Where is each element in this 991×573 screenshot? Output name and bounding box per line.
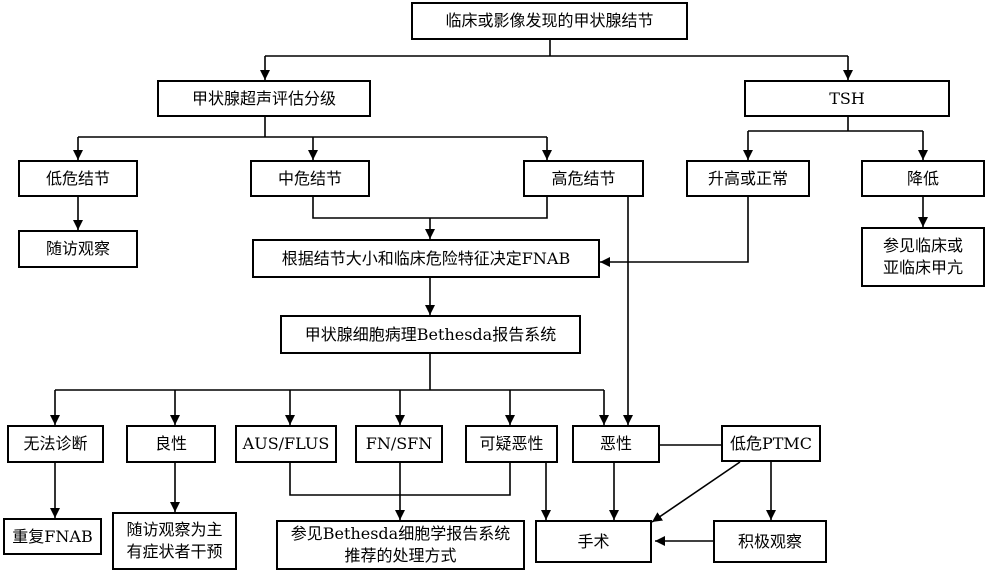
- edge-mid-high-merge: [312, 197, 548, 219]
- node-tsh-high: 升高或正常: [686, 160, 810, 197]
- node-root: 临床或影像发现的甲状腺结节: [411, 2, 688, 40]
- node-low-risk: 低危结节: [18, 160, 138, 197]
- node-benign: 良性: [126, 425, 216, 463]
- node-active-surveillance: 积极观察: [713, 520, 827, 563]
- node-tsh-low: 降低: [861, 160, 985, 197]
- node-mid-risk: 中危结节: [250, 160, 370, 197]
- node-suspicious: 可疑恶性: [465, 425, 558, 463]
- node-tsh: TSH: [744, 80, 950, 117]
- node-follow-up: 随访观察: [18, 230, 138, 268]
- node-us-grading: 甲状腺超声评估分级: [157, 80, 371, 117]
- edge-root-split: [265, 40, 848, 57]
- edge-ptmc-to-surgery: [651, 461, 741, 523]
- node-fnab-decision: 根据结节大小和临床危险特征决定FNAB: [252, 239, 600, 278]
- edge-tsh-split: [748, 117, 923, 132]
- node-hyper-ref: 参见临床或亚临床甲亢: [861, 227, 985, 287]
- node-nondiagnostic: 无法诊断: [7, 425, 104, 463]
- node-fn-sfn: FN/SFN: [355, 425, 443, 463]
- node-bethesda: 甲状腺细胞病理Bethesda报告系统: [280, 315, 581, 354]
- edge-tsh-high-to-fnab: [600, 197, 749, 267]
- node-surgery: 手术: [535, 520, 652, 563]
- edge-grading-split: [78, 117, 547, 138]
- node-high-risk: 高危结节: [523, 160, 644, 197]
- node-malignant: 恶性: [572, 425, 660, 463]
- node-bethesda-ref: 参见Bethesda细胞学报告系统推荐的处理方式: [276, 520, 525, 570]
- node-aus-flus: AUS/FLUS: [235, 425, 337, 463]
- node-low-ptmc: 低危PTMC: [721, 425, 821, 462]
- node-benign-follow-up: 随访观察为主有症状者干预: [112, 512, 237, 570]
- node-repeat-fnab: 重复FNAB: [3, 518, 102, 555]
- edge-bethesda-split: [55, 354, 604, 391]
